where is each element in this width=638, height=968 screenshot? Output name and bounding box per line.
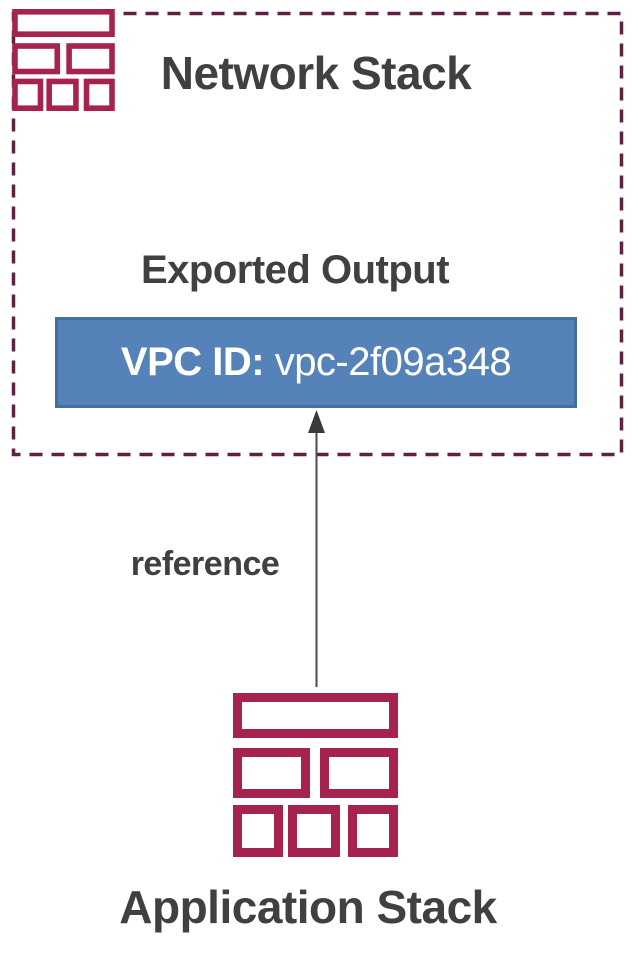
exported-output-label: Exported Output xyxy=(140,248,450,292)
application-stack-title: Application Stack xyxy=(119,881,497,933)
vpc-output-key: VPC ID: xyxy=(120,340,275,384)
vpc-output-value: vpc-2f09a348 xyxy=(274,340,512,384)
cloudformation-stack-icon xyxy=(233,693,398,857)
reference-arrow xyxy=(308,410,325,687)
cloudformation-stack-icon xyxy=(12,9,115,111)
network-stack-title: Network Stack xyxy=(160,47,472,99)
reference-label: reference xyxy=(130,545,280,583)
arrowhead-icon xyxy=(308,410,325,433)
vpc-output-box: VPC ID: vpc-2f09a348 xyxy=(55,317,577,408)
